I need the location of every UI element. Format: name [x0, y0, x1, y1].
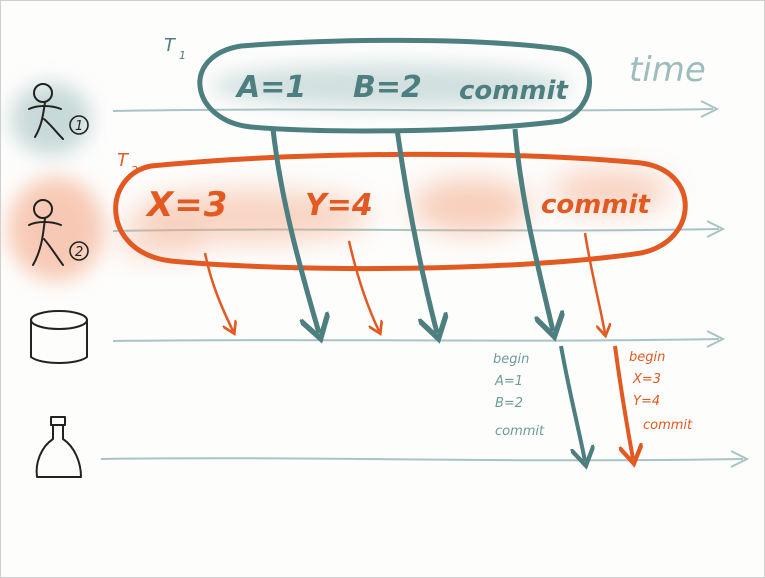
- t1-op-a: A=1: [235, 70, 306, 105]
- t1-label: T: [164, 35, 177, 56]
- t2-label: T: [117, 150, 130, 171]
- teal-arrow-b: [394, 128, 437, 333]
- person-2-number: 2: [75, 245, 83, 260]
- person-1-icon: [28, 83, 89, 140]
- orange-log-line-4: commit: [643, 418, 693, 433]
- timeline-bottle: [100, 450, 750, 468]
- teal-log-line-2: A=1: [494, 374, 523, 389]
- database-icon: [30, 310, 88, 364]
- t2-label-sub: 2: [131, 164, 138, 177]
- transaction-t2-oval: [113, 151, 688, 272]
- t2-op-commit: commit: [541, 190, 651, 220]
- teal-log: begin A=1 B=2 commit: [493, 352, 545, 439]
- bottle-icon: [35, 416, 82, 478]
- orange-log-line-3: Y=4: [633, 394, 660, 409]
- orange-arrow-y: [347, 240, 379, 331]
- teal-arrow-a: [270, 128, 319, 333]
- orange-log: begin X=3 Y=4 commit: [629, 350, 693, 433]
- person-1-number: 1: [75, 119, 83, 134]
- t1-op-b: B=2: [353, 70, 422, 105]
- orange-arrow-replicate: [613, 345, 633, 459]
- watercolor-washes: [8, 64, 671, 281]
- timeline-user1: [112, 100, 720, 118]
- t1-label-sub: 1: [179, 49, 186, 62]
- orange-log-line-1: begin: [629, 350, 665, 365]
- teal-log-line-4: commit: [495, 424, 545, 439]
- t2-op-x: X=3: [145, 185, 228, 225]
- timeline-database: [112, 330, 726, 348]
- t2-op-y: Y=4: [305, 188, 373, 223]
- t1-arrows: [270, 128, 585, 461]
- person-2-icon: [28, 199, 89, 266]
- time-label: time: [629, 50, 706, 90]
- orange-arrow-commit: [583, 232, 605, 333]
- orange-arrow-x: [203, 252, 233, 331]
- teal-arrow-commit: [512, 128, 553, 331]
- teal-log-line-3: B=2: [495, 396, 523, 411]
- teal-arrow-replicate: [559, 345, 585, 461]
- t1-op-commit: commit: [459, 76, 569, 106]
- orange-log-line-2: X=3: [632, 372, 661, 387]
- transaction-t1-oval: [197, 37, 592, 134]
- teal-log-line-1: begin: [493, 352, 529, 367]
- t2-arrows: [203, 232, 633, 459]
